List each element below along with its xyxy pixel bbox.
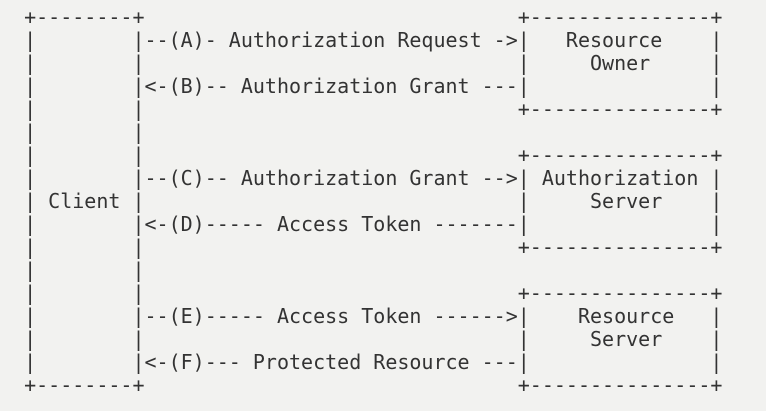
oauth-abstract-flow-ascii-diagram: +--------+ +---------------+ | |--(A)- A…: [24, 5, 723, 397]
